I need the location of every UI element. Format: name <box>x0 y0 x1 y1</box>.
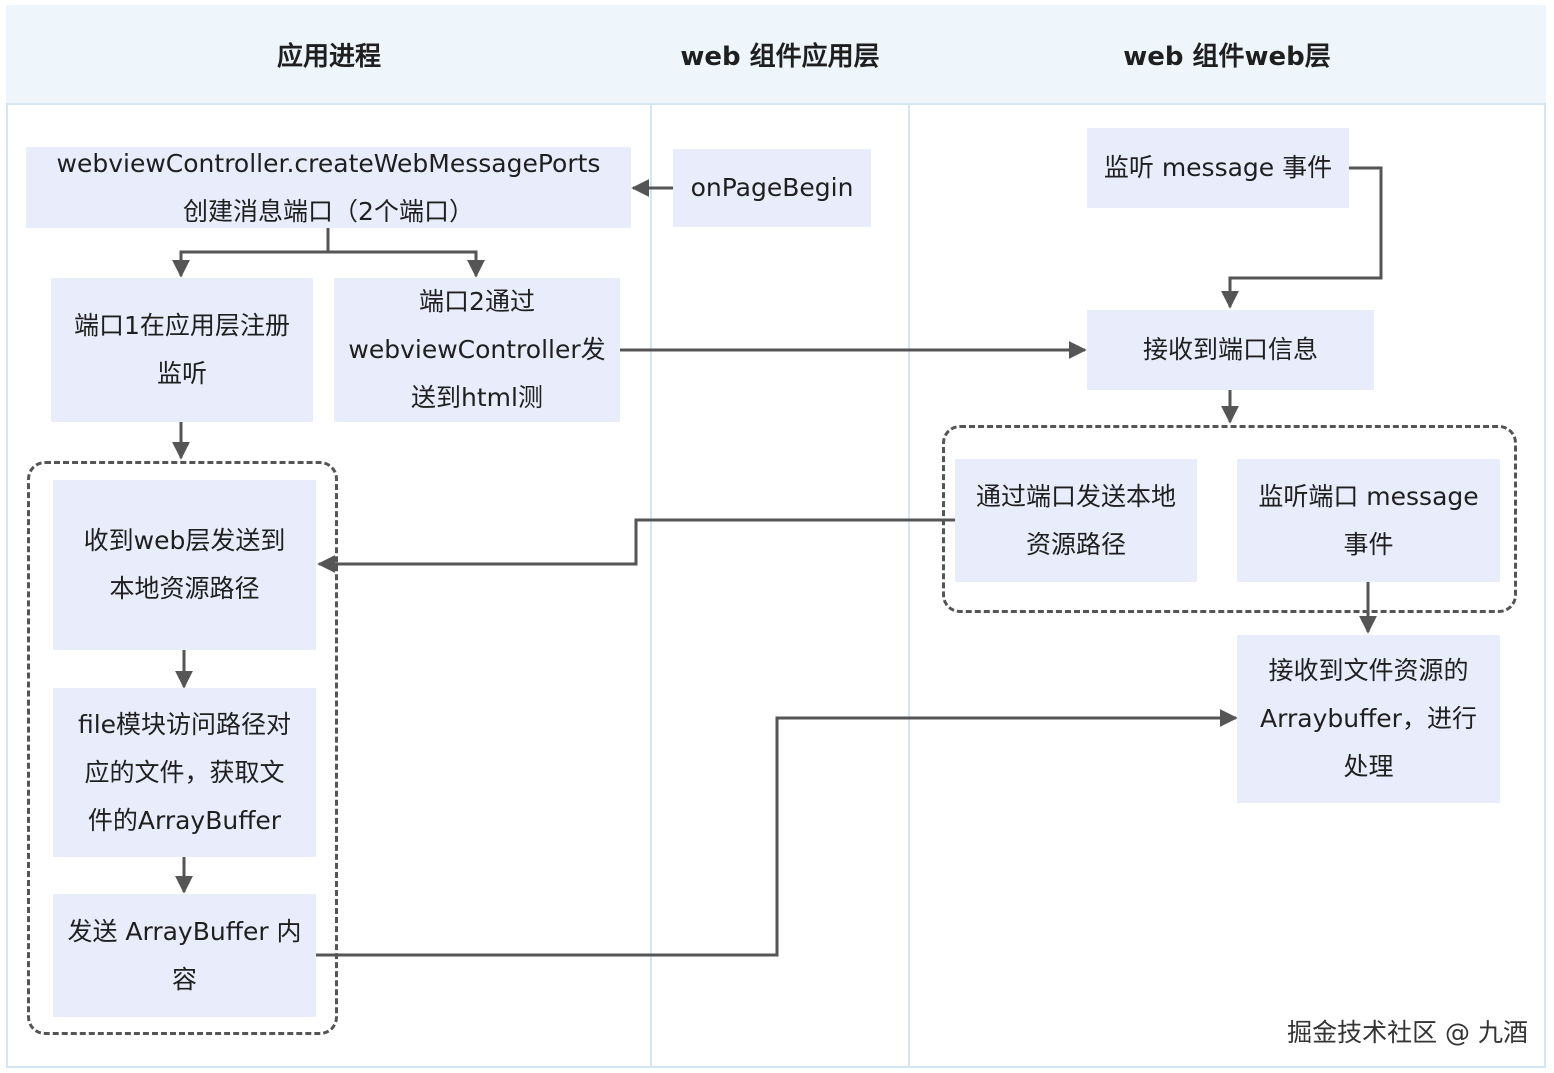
on-page-begin-node: onPageBegin <box>673 149 871 227</box>
watermark: 掘金技术社区 @ 九酒 <box>1287 1018 1528 1047</box>
lane-header-app: 应用进程 <box>6 5 652 105</box>
port2-send-node: 端口2通过 webviewController发 送到html测 <box>334 278 620 422</box>
edge-send-path-to-receive-path <box>317 518 955 573</box>
listen-message-node: 监听 message 事件 <box>1087 128 1349 208</box>
edge-create-to-port1 <box>172 228 330 278</box>
edge-send-buffer-to-receive-buffer <box>316 709 1238 957</box>
send-path-node: 通过端口发送本地 资源路径 <box>955 459 1197 582</box>
lane-header-component-web: web 组件web层 <box>908 5 1546 105</box>
app-group <box>27 461 338 1035</box>
receive-port-node: 接收到端口信息 <box>1087 310 1374 390</box>
lane-header-component-app: web 组件应用层 <box>650 5 910 105</box>
port1-listen-node: 端口1在应用层注册 监听 <box>51 278 313 422</box>
edge-listen-to-receive-port <box>1221 166 1383 309</box>
create-ports-node: webviewController.createWebMessagePorts … <box>26 147 631 228</box>
send-arraybuffer-node: 发送 ArrayBuffer 内 容 <box>53 894 316 1017</box>
receive-arraybuffer-node: 接收到文件资源的 Arraybuffer，进行 处理 <box>1237 635 1500 803</box>
edge-create-to-port2 <box>328 250 485 278</box>
receive-path-node: 收到web层发送到 本地资源路径 <box>53 480 316 650</box>
listen-port-message-node: 监听端口 message 事件 <box>1237 459 1500 582</box>
file-module-node: file模块访问路径对 应的文件，获取文 件的ArrayBuffer <box>53 688 316 857</box>
